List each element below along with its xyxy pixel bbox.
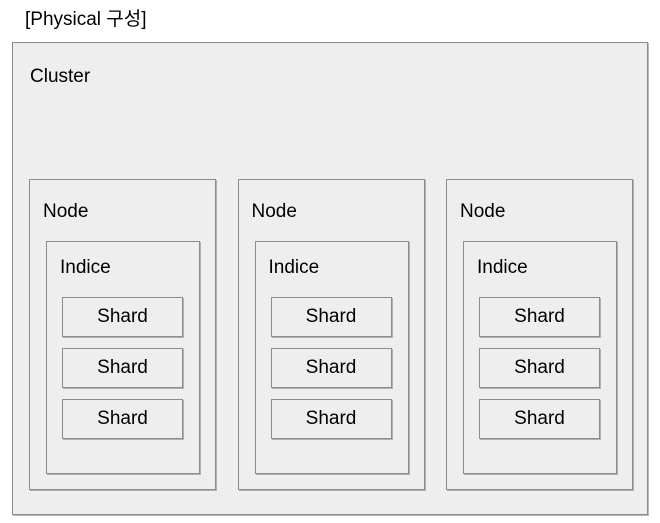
shard-list: Shard Shard Shard bbox=[270, 297, 392, 439]
shard-list: Shard Shard Shard bbox=[479, 297, 600, 439]
node-label: Node bbox=[460, 201, 506, 222]
cluster-box: Cluster Node Indice Shard Shard Shard No… bbox=[12, 42, 648, 515]
indice-box: Indice Shard Shard Shard bbox=[254, 241, 409, 474]
shard-box: Shard bbox=[62, 399, 183, 439]
shard-box: Shard bbox=[479, 399, 600, 439]
indice-label: Indice bbox=[60, 257, 111, 278]
indice-box: Indice Shard Shard Shard bbox=[46, 241, 200, 474]
cluster-label: Cluster bbox=[30, 66, 91, 87]
node-label: Node bbox=[251, 201, 297, 222]
shard-box: Shard bbox=[270, 297, 392, 337]
shard-box: Shard bbox=[479, 348, 600, 388]
shard-list: Shard Shard Shard bbox=[62, 297, 183, 439]
node-box: Node Indice Shard Shard Shard bbox=[29, 179, 216, 490]
node-label: Node bbox=[43, 201, 89, 222]
indice-label: Indice bbox=[477, 257, 528, 278]
node-box: Node Indice Shard Shard Shard bbox=[446, 179, 633, 490]
shard-box: Shard bbox=[62, 297, 183, 337]
shard-box: Shard bbox=[62, 348, 183, 388]
indice-label: Indice bbox=[268, 257, 320, 278]
node-box: Node Indice Shard Shard Shard bbox=[237, 179, 425, 490]
shard-box: Shard bbox=[270, 399, 392, 439]
shard-box: Shard bbox=[479, 297, 600, 337]
diagram-title: [Physical 구성] bbox=[25, 9, 147, 30]
node-row: Node Indice Shard Shard Shard Node Indic… bbox=[29, 179, 633, 490]
shard-box: Shard bbox=[270, 348, 392, 388]
indice-box: Indice Shard Shard Shard bbox=[463, 241, 617, 474]
